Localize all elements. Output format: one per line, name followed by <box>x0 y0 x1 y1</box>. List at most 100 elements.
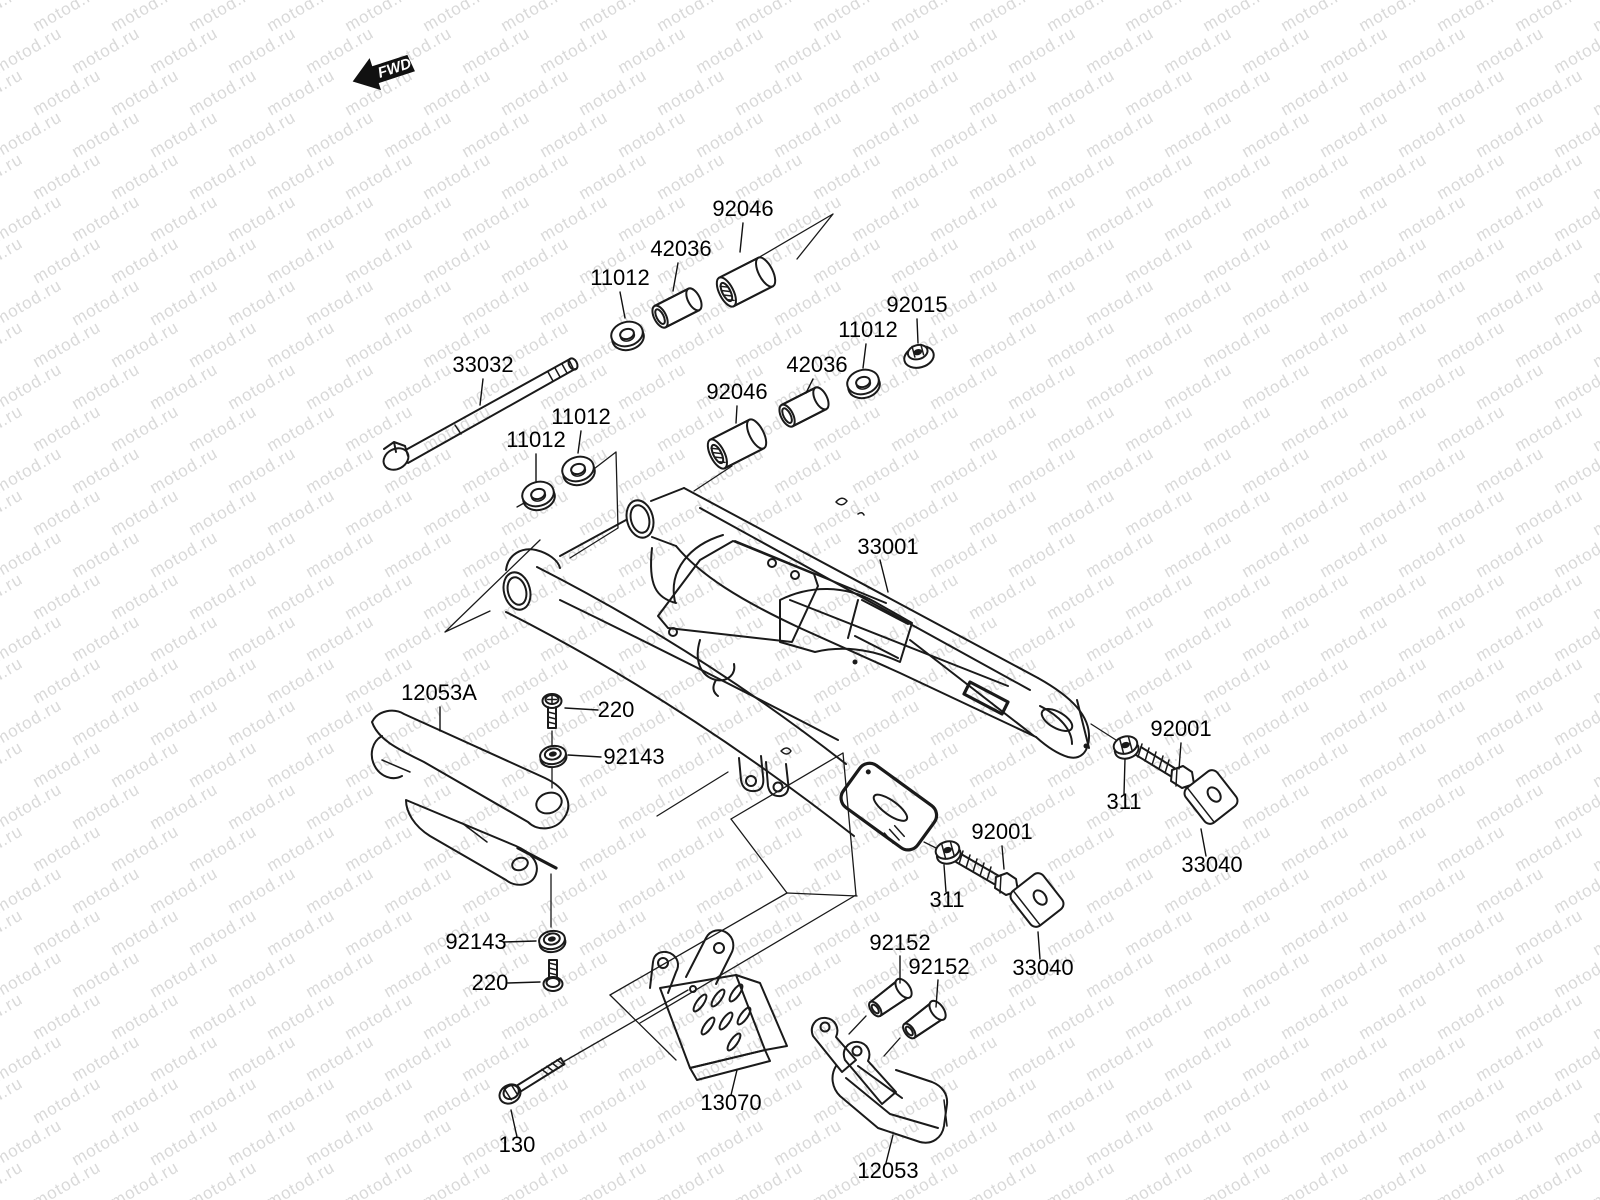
watermark-text: motod.ru <box>108 821 183 875</box>
watermark-text: motod.ru <box>1473 107 1548 161</box>
watermark-text: motod.ru <box>732 1157 807 1200</box>
watermark-text: motod.ru <box>1044 65 1119 119</box>
watermark-text: motod.ru <box>1083 1031 1158 1085</box>
watermark-text: motod.ru <box>186 569 261 623</box>
watermark-text: motod.ru <box>1161 1115 1236 1169</box>
nut-311-mid <box>934 840 962 865</box>
watermark-text: motod.ru <box>69 1115 144 1169</box>
watermark-text: motod.ru <box>264 401 339 455</box>
watermark-text: motod.ru <box>1395 611 1470 665</box>
watermark-text: motod.ru <box>1239 275 1314 329</box>
watermark-text: motod.ru <box>771 23 846 77</box>
watermark-text: motod.ru <box>381 863 456 917</box>
watermark-text: motod.ru <box>30 737 105 791</box>
diagram-art <box>370 213 1239 1144</box>
watermark-text: motod.ru <box>303 359 378 413</box>
watermark-text: motod.ru <box>1122 1073 1197 1127</box>
watermark-text: motod.ru <box>576 821 651 875</box>
watermark-text: motod.ru <box>342 1073 417 1127</box>
watermark-text: motod.ru <box>927 107 1002 161</box>
watermark-text: motod.ru <box>888 65 963 119</box>
watermark-text: motod.ru <box>1278 401 1353 455</box>
watermark-text: motod.ru <box>1395 23 1470 77</box>
watermark-text: motod.ru <box>1278 737 1353 791</box>
watermark-text: motod.ru <box>264 653 339 707</box>
watermark-text: motod.ru <box>1395 1115 1470 1169</box>
watermark-text: motod.ru <box>693 1115 768 1169</box>
watermark-text: motod.ru <box>615 863 690 917</box>
watermark-text: motod.ru <box>1083 527 1158 581</box>
watermark-text: motod.ru <box>420 0 495 35</box>
watermark-text: motod.ru <box>264 65 339 119</box>
watermark-text: motod.ru <box>732 989 807 1043</box>
watermark-text: motod.ru <box>303 1115 378 1169</box>
watermark-text: motod.ru <box>108 65 183 119</box>
watermark-text: motod.ru <box>69 611 144 665</box>
watermark-text: motod.ru <box>1122 1157 1197 1200</box>
watermark-text: motod.ru <box>1317 1031 1392 1085</box>
watermark-text: motod.ru <box>1317 863 1392 917</box>
watermark-text: motod.ru <box>1239 611 1314 665</box>
watermark-text: motod.ru <box>0 569 26 623</box>
watermark-text: motod.ru <box>1044 0 1119 35</box>
watermark-text: motod.ru <box>30 821 105 875</box>
watermark-text: motod.ru <box>459 23 534 77</box>
watermark-text: motod.ru <box>1200 485 1275 539</box>
watermark-text: motod.ru <box>69 275 144 329</box>
watermark-text: motod.ru <box>225 191 300 245</box>
watermark-text: motod.ru <box>1356 401 1431 455</box>
watermark-text: motod.ru <box>0 149 26 203</box>
watermark-text: motod.ru <box>147 947 222 1001</box>
watermark-text: motod.ru <box>654 0 729 35</box>
watermark-text: motod.ru <box>1278 653 1353 707</box>
watermark-text: motod.ru <box>147 23 222 77</box>
watermark-text: motod.ru <box>1044 149 1119 203</box>
watermark-text: motod.ru <box>1590 149 1600 203</box>
part-label-42036-mid: 42036 <box>786 352 847 377</box>
watermark-text: motod.ru <box>264 317 339 371</box>
watermark-text: motod.ru <box>1278 905 1353 959</box>
part-label-11012-upper-right: 11012 <box>838 317 898 342</box>
watermark-text: motod.ru <box>186 149 261 203</box>
watermark-text: motod.ru <box>1395 191 1470 245</box>
watermark-text: motod.ru <box>498 65 573 119</box>
watermark-text: motod.ru <box>576 1073 651 1127</box>
watermark-text: motod.ru <box>693 695 768 749</box>
watermark-text: motod.ru <box>1161 191 1236 245</box>
watermark-text: motod.ru <box>1083 947 1158 1001</box>
watermark-text: motod.ru <box>615 1115 690 1169</box>
watermark-text: motod.ru <box>186 401 261 455</box>
watermark-text: motod.ru <box>576 905 651 959</box>
watermark-text: motod.ru <box>966 401 1041 455</box>
watermark-text: motod.ru <box>147 191 222 245</box>
watermark-text: motod.ru <box>1356 485 1431 539</box>
watermark-text: motod.ru <box>147 527 222 581</box>
watermark-text: motod.ru <box>69 359 144 413</box>
watermark-text: motod.ru <box>654 989 729 1043</box>
watermark-text: motod.ru <box>693 863 768 917</box>
watermark-text: motod.ru <box>30 989 105 1043</box>
watermark-text: motod.ru <box>108 485 183 539</box>
part-label-92046-mid: 92046 <box>706 379 767 404</box>
watermark-text: motod.ru <box>849 863 924 917</box>
watermark-text: motod.ru <box>108 737 183 791</box>
watermark-text: motod.ru <box>264 233 339 287</box>
watermark-text: motod.ru <box>498 1157 573 1200</box>
watermark-text: motod.ru <box>771 863 846 917</box>
screw-220-upper <box>541 693 563 729</box>
watermark-text: motod.ru <box>1122 65 1197 119</box>
watermark-text: motod.ru <box>1044 317 1119 371</box>
watermark-text: motod.ru <box>1005 527 1080 581</box>
part-label-92015: 92015 <box>886 292 947 317</box>
watermark-text: motod.ru <box>1434 0 1509 35</box>
watermark-text: motod.ru <box>303 695 378 749</box>
watermark-text: motod.ru <box>186 821 261 875</box>
watermark-text: motod.ru <box>966 65 1041 119</box>
watermark-text: motod.ru <box>966 1073 1041 1127</box>
part-label-92152-a: 92152 <box>869 930 930 955</box>
watermark-text: motod.ru <box>732 821 807 875</box>
watermark-text: motod.ru <box>1590 989 1600 1043</box>
watermark-text: motod.ru <box>732 905 807 959</box>
watermark-text: motod.ru <box>1356 317 1431 371</box>
watermark-text: motod.ru <box>69 947 144 1001</box>
